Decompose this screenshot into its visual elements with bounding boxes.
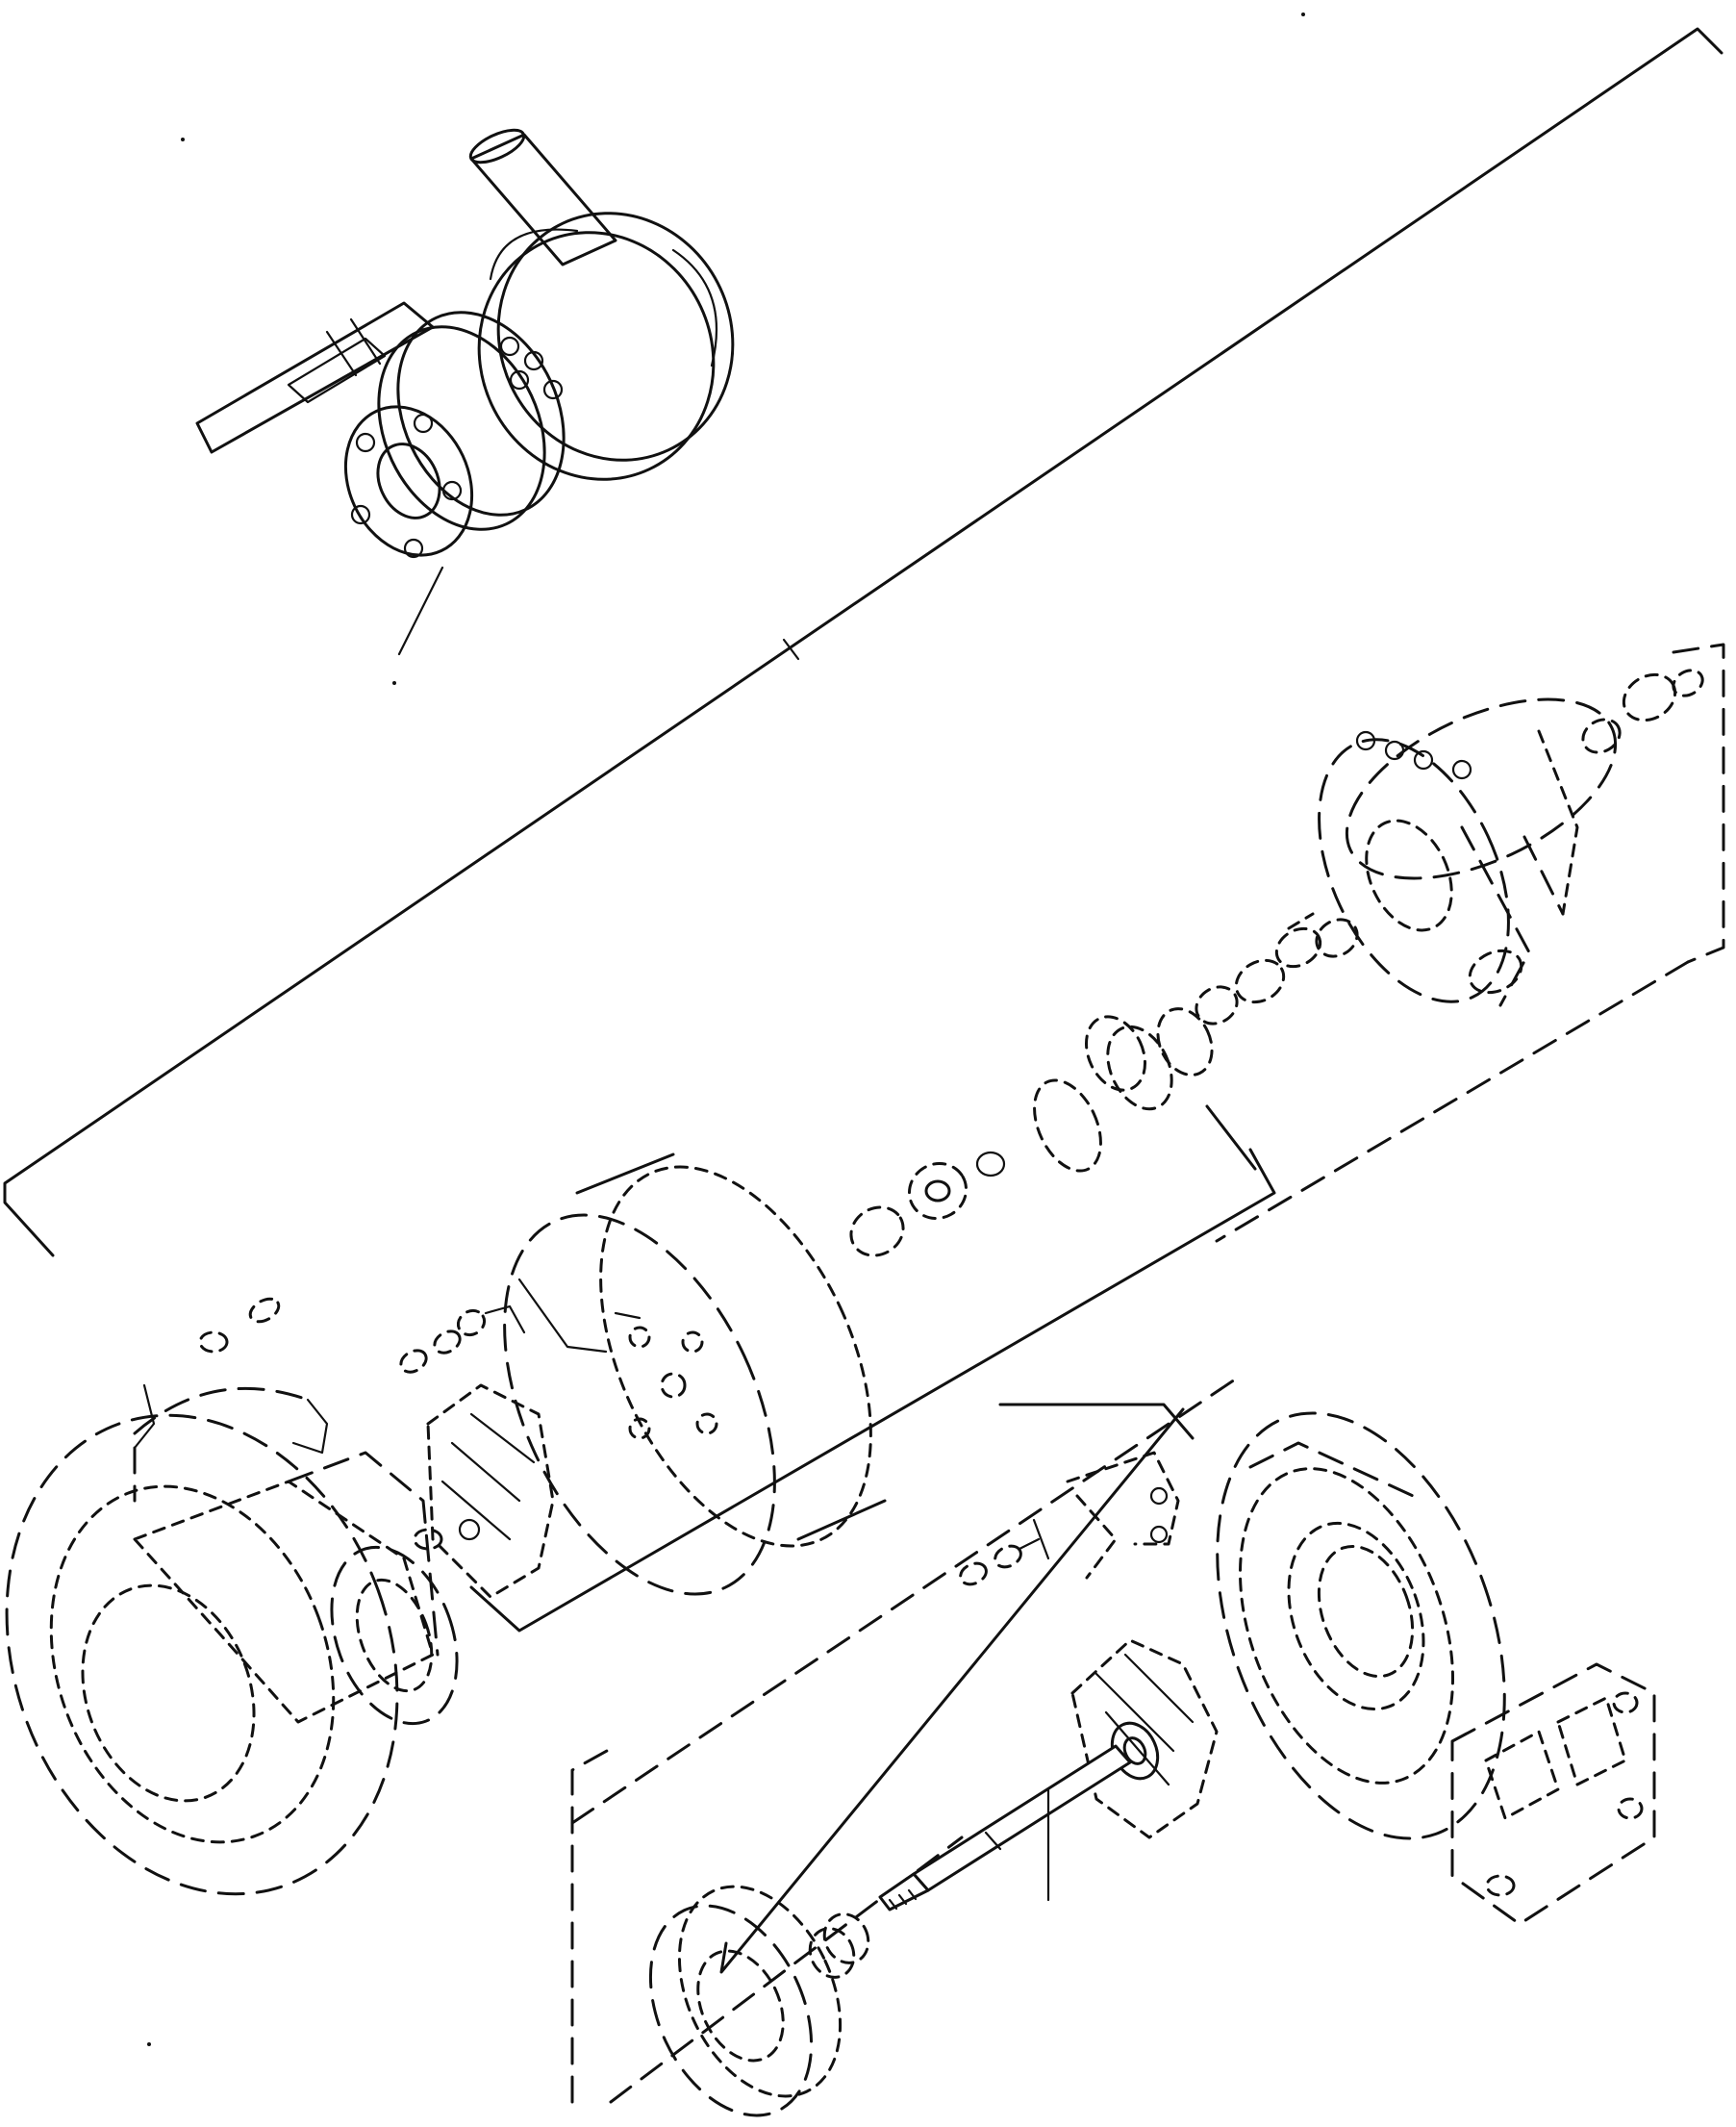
bracket-compressor-group bbox=[3, 27, 1723, 1633]
rotor-shaft-assembly bbox=[648, 1638, 1219, 2117]
compressor-side-parts bbox=[5, 1152, 887, 1896]
bearing-and-seal-parts bbox=[849, 912, 1359, 1257]
bearing-housing bbox=[1215, 643, 1725, 1243]
scan-specks bbox=[147, 13, 1305, 2046]
bracket-turbine-group bbox=[719, 1403, 1195, 1974]
assembled-turbocharger bbox=[195, 128, 735, 656]
